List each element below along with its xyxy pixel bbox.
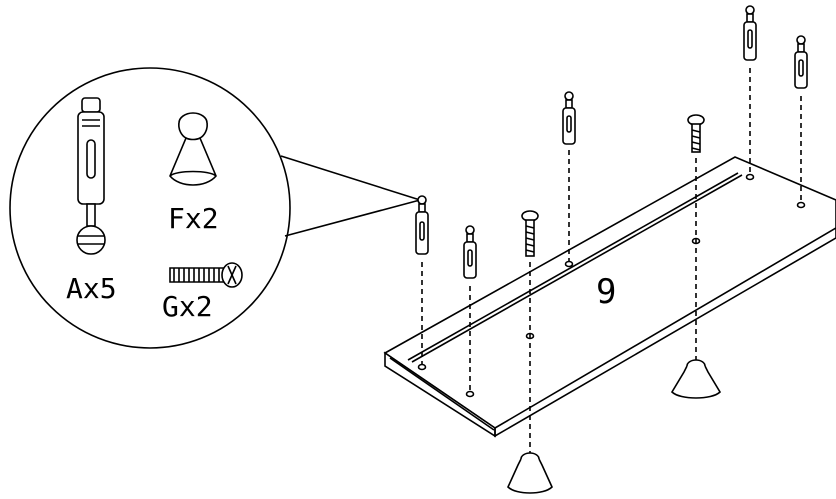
callout-circle — [9, 67, 291, 349]
hole — [745, 173, 755, 181]
hole — [465, 390, 475, 398]
part-f-foot-icon — [169, 112, 217, 186]
cam-bolt-icon — [743, 5, 757, 61]
foot-icon — [670, 359, 722, 399]
part-f-label: Fx2 — [168, 202, 219, 235]
panel-number: 9 — [596, 272, 616, 312]
hole — [796, 201, 806, 209]
cam-bolt-icon — [562, 91, 576, 145]
callout-leader-top — [280, 155, 421, 201]
board-groove — [407, 172, 739, 361]
screw-icon — [521, 210, 539, 257]
parts-callout: Ax5 Fx2 Gx2 — [9, 67, 421, 349]
part-a-label: Ax5 — [66, 272, 117, 305]
part-g-label: Gx2 — [162, 290, 213, 323]
cam-bolt-icon — [415, 195, 429, 255]
part-a-cam-bolt-icon — [76, 97, 106, 255]
cam-bolt-icon — [463, 225, 477, 279]
panel-board: 9 — [383, 156, 836, 438]
guide-lines — [421, 68, 802, 454]
foot-icon — [507, 452, 553, 494]
part-g-screw-icon — [169, 262, 243, 288]
screw-icon — [687, 114, 705, 153]
cam-bolt-icon — [794, 35, 808, 89]
board-right-edge — [494, 228, 836, 438]
callout-leader-bottom — [284, 199, 421, 237]
